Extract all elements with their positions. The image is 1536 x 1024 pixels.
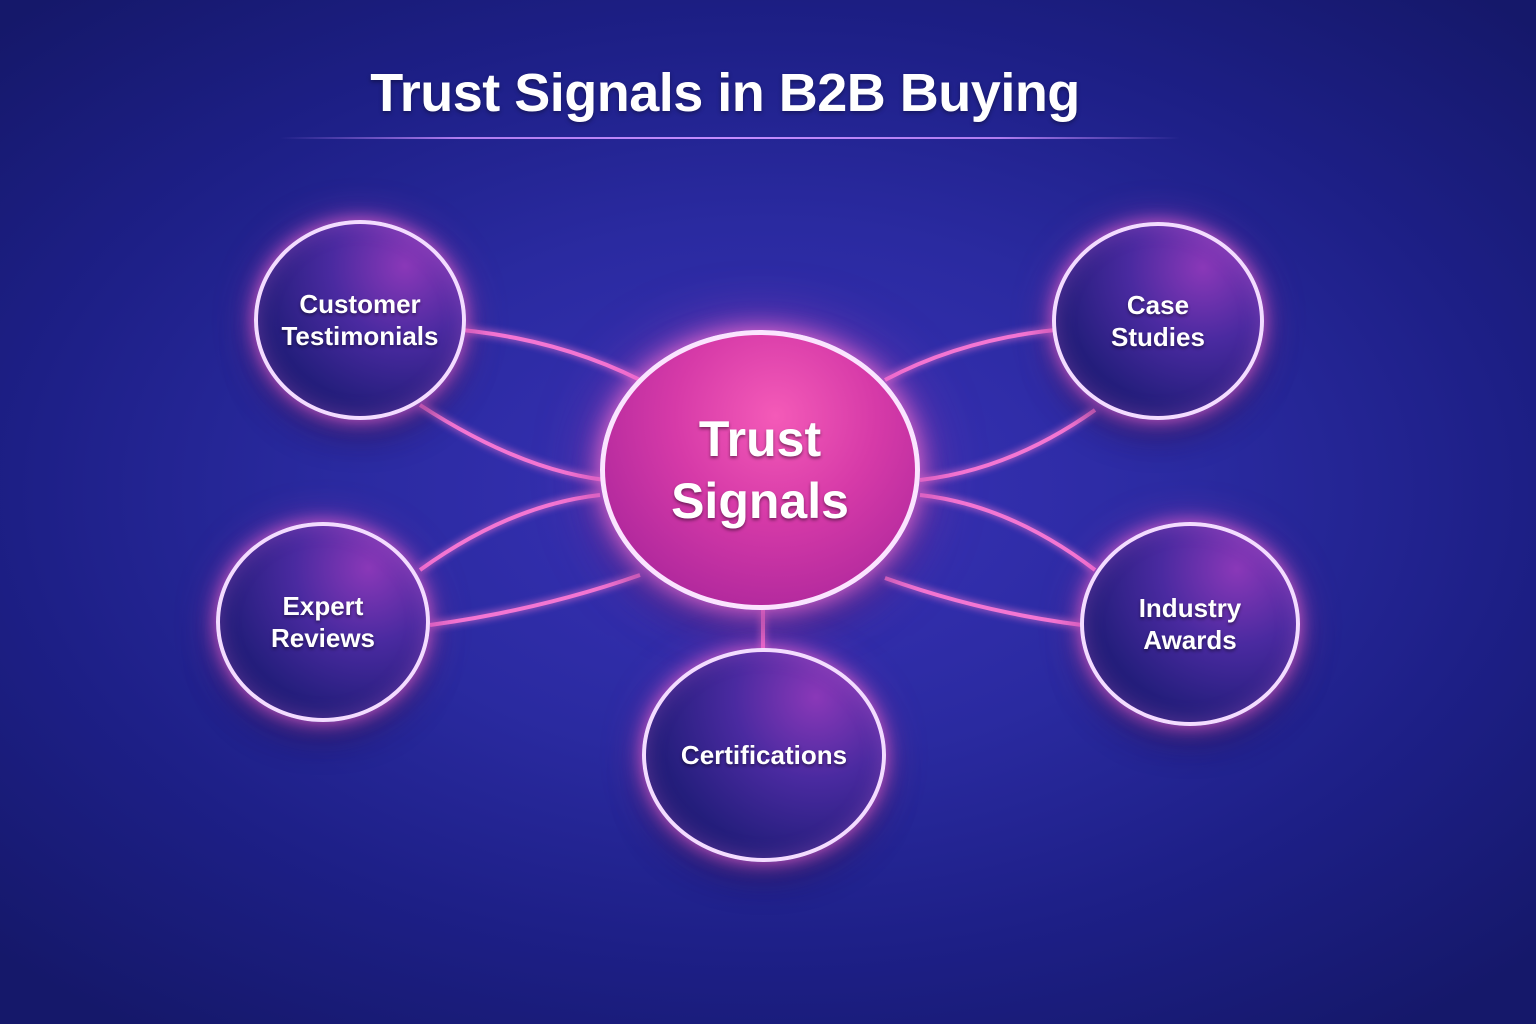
node-certifications: Certifications (642, 648, 886, 862)
link-awards-lower (884, 576, 1083, 627)
node-label-line2: Studies (1111, 322, 1205, 352)
link-awards-upper (919, 493, 1097, 572)
node-label-line2: Awards (1143, 625, 1237, 655)
node-industry-awards: Industry Awards (1080, 522, 1300, 726)
center-node-trust-signals: Trust Signals (600, 330, 920, 610)
node-label-line1: Expert (282, 590, 364, 621)
node-label-line1: Case (1126, 289, 1190, 320)
node-label-line1: Certifications (680, 739, 848, 770)
center-node-label-line1: Trust (698, 410, 822, 467)
node-label-line2: Reviews (270, 623, 376, 653)
node-label-line2: Testimonials (281, 321, 439, 351)
node-label-line1: Customer (299, 288, 421, 319)
center-node-label-line2: Signals (671, 473, 849, 529)
link-testimonials-lower (418, 403, 606, 482)
link-casestudies-lower (919, 408, 1097, 482)
node-customer-testimonials: Customer Testimonials (254, 220, 466, 420)
link-casestudies-upper (884, 328, 1056, 382)
link-expert-lower (429, 573, 641, 627)
link-expert-upper (418, 493, 601, 572)
node-case-studies: Case Studies (1052, 222, 1264, 420)
node-label-line1: Industry (1138, 592, 1242, 623)
node-expert-reviews: Expert Reviews (216, 522, 430, 722)
diagram-title: Trust Signals in B2B Buying (370, 63, 1080, 123)
title-underline (280, 137, 1180, 139)
link-testimonials-upper (461, 328, 641, 382)
